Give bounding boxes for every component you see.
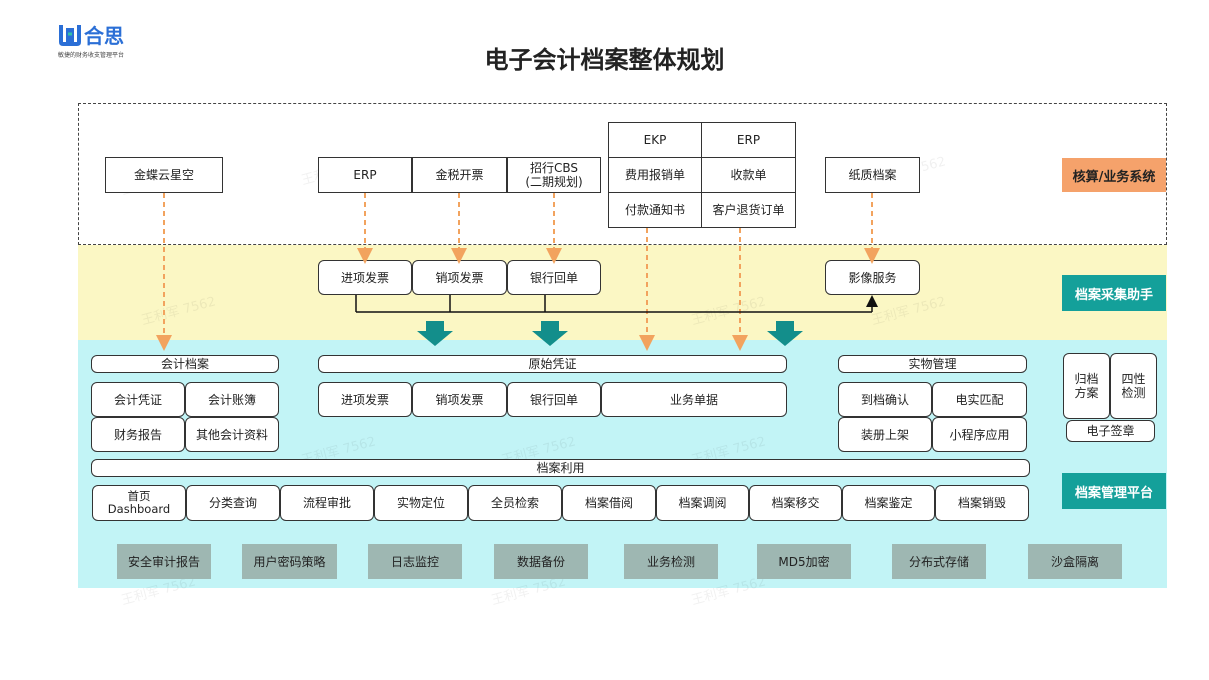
- usage-item: 档案移交: [749, 485, 842, 521]
- archive-item: 其他会计资料: [185, 417, 279, 452]
- physical-item: 到档确认: [838, 382, 932, 417]
- source-erp2: ERP: [701, 122, 796, 158]
- usage-title: 档案利用: [91, 459, 1030, 477]
- tag-accounting-system: 核算/业务系统: [1062, 158, 1166, 192]
- security-item: 日志监控: [368, 544, 462, 579]
- logo: 合思 敏捷的财务收支管理平台: [58, 20, 168, 62]
- source-kingdee: 金蝶云星空: [105, 157, 223, 193]
- archive-item: 会计凭证: [91, 382, 185, 417]
- physical-item: 电实匹配: [932, 382, 1027, 417]
- group-title-physical: 实物管理: [838, 355, 1027, 373]
- down-arrow-icon: [532, 321, 568, 346]
- source-paper-archive: 纸质档案: [825, 157, 920, 193]
- physical-item: 装册上架: [838, 417, 932, 452]
- security-item: 业务检测: [624, 544, 718, 579]
- usage-item: 档案借阅: [562, 485, 656, 521]
- usage-item: 档案调阅: [656, 485, 749, 521]
- source-return-order: 客户退货订单: [701, 192, 796, 228]
- security-item: 安全审计报告: [117, 544, 211, 579]
- side-archive-plan: 归档 方案: [1063, 353, 1110, 419]
- source-ekp: EKP: [608, 122, 702, 158]
- tag-manage-platform: 档案管理平台: [1062, 473, 1166, 509]
- security-item: 数据备份: [494, 544, 588, 579]
- usage-item: 流程审批: [280, 485, 374, 521]
- side-four-check: 四性 检测: [1110, 353, 1157, 419]
- down-arrow-icon: [767, 321, 803, 346]
- usage-item: 分类查询: [186, 485, 280, 521]
- merge-connector: [355, 295, 878, 313]
- usage-item: 档案销毁: [935, 485, 1029, 521]
- collect-out-invoice: 销项发票: [412, 260, 507, 295]
- usage-item: 实物定位: [374, 485, 468, 521]
- source-cbs: 招行CBS (二期规划): [507, 157, 601, 193]
- voucher-item: 业务单据: [601, 382, 787, 417]
- usage-item: 档案鉴定: [842, 485, 935, 521]
- tag-collect-assistant: 档案采集助手: [1062, 275, 1166, 311]
- security-item: 沙盒隔离: [1028, 544, 1122, 579]
- security-item: 分布式存储: [892, 544, 986, 579]
- source-erp: ERP: [318, 157, 412, 193]
- logo-name: 合思: [84, 24, 124, 48]
- security-item: 用户密码策略: [242, 544, 337, 579]
- voucher-item: 销项发票: [412, 382, 507, 417]
- source-tax: 金税开票: [412, 157, 507, 193]
- voucher-item: 进项发票: [318, 382, 412, 417]
- source-expense-form: 费用报销单: [608, 157, 702, 193]
- page-title: 电子会计档案整体规划: [484, 46, 725, 74]
- logo-tagline: 敏捷的财务收支管理平台: [58, 52, 125, 59]
- business-system-band: [78, 103, 1167, 245]
- usage-item: 全员检索: [468, 485, 562, 521]
- down-arrow-icon: [417, 321, 453, 346]
- logo-mark-icon: [59, 25, 81, 46]
- archive-item: 会计账簿: [185, 382, 279, 417]
- side-e-seal: 电子签章: [1066, 420, 1155, 442]
- usage-item: 首页 Dashboard: [92, 485, 186, 521]
- collect-band: [78, 245, 1167, 340]
- group-title-accounting-archive: 会计档案: [91, 355, 279, 373]
- physical-item: 小程序应用: [932, 417, 1027, 452]
- archive-item: 财务报告: [91, 417, 185, 452]
- voucher-item: 银行回单: [507, 382, 601, 417]
- dashed-arrow-group: [156, 193, 880, 351]
- group-title-original-voucher: 原始凭证: [318, 355, 787, 373]
- security-item: MD5加密: [757, 544, 851, 579]
- teal-arrows: [417, 321, 803, 346]
- source-payment-notice: 付款通知书: [608, 192, 702, 228]
